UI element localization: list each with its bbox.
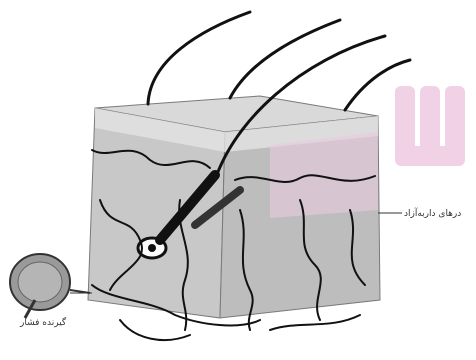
pressure-receptor-icon: [10, 254, 90, 318]
free-nerve-endings-label: درهای داربه‌آزاد: [404, 209, 461, 219]
skin-block: [88, 96, 380, 318]
watermark-logo: [395, 86, 465, 166]
dermis-tint: [270, 132, 378, 218]
pressure-receptor-label: گیرنده فشار: [20, 318, 66, 328]
